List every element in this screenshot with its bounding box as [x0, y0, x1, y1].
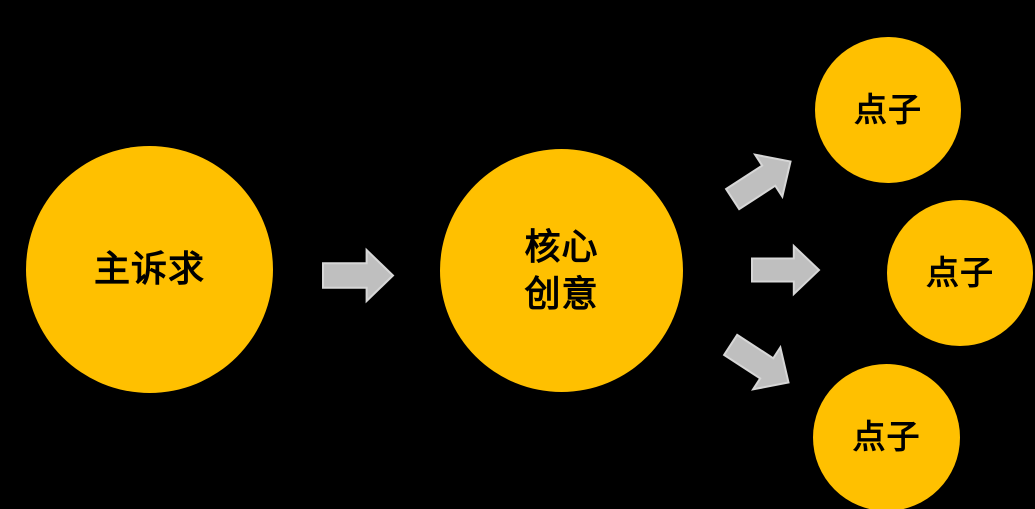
- down-right-arrow-icon: [722, 333, 790, 391]
- arrow-core-to-idea-1: [724, 153, 792, 211]
- idea-node-1: 点子: [815, 37, 961, 183]
- main-appeal-label: 主诉求: [93, 248, 205, 290]
- arrow-core-to-idea-3: [722, 333, 790, 391]
- main-appeal-node: 主诉求: [26, 146, 273, 393]
- arrow-main-to-core: [322, 247, 395, 304]
- idea-node-2: 点子: [887, 200, 1033, 346]
- right-arrow-icon: [751, 243, 821, 297]
- idea-label-3: 点子: [852, 418, 921, 456]
- idea-label-1: 点子: [854, 90, 922, 128]
- right-arrow-icon: [322, 247, 395, 304]
- idea-label-2: 点子: [926, 253, 994, 291]
- up-right-arrow-icon: [724, 153, 792, 211]
- arrow-core-to-idea-2: [751, 243, 821, 297]
- core-idea-node: 核心 创意: [440, 149, 683, 392]
- core-idea-label: 核心 创意: [524, 226, 599, 314]
- idea-node-3: 点子: [813, 364, 960, 509]
